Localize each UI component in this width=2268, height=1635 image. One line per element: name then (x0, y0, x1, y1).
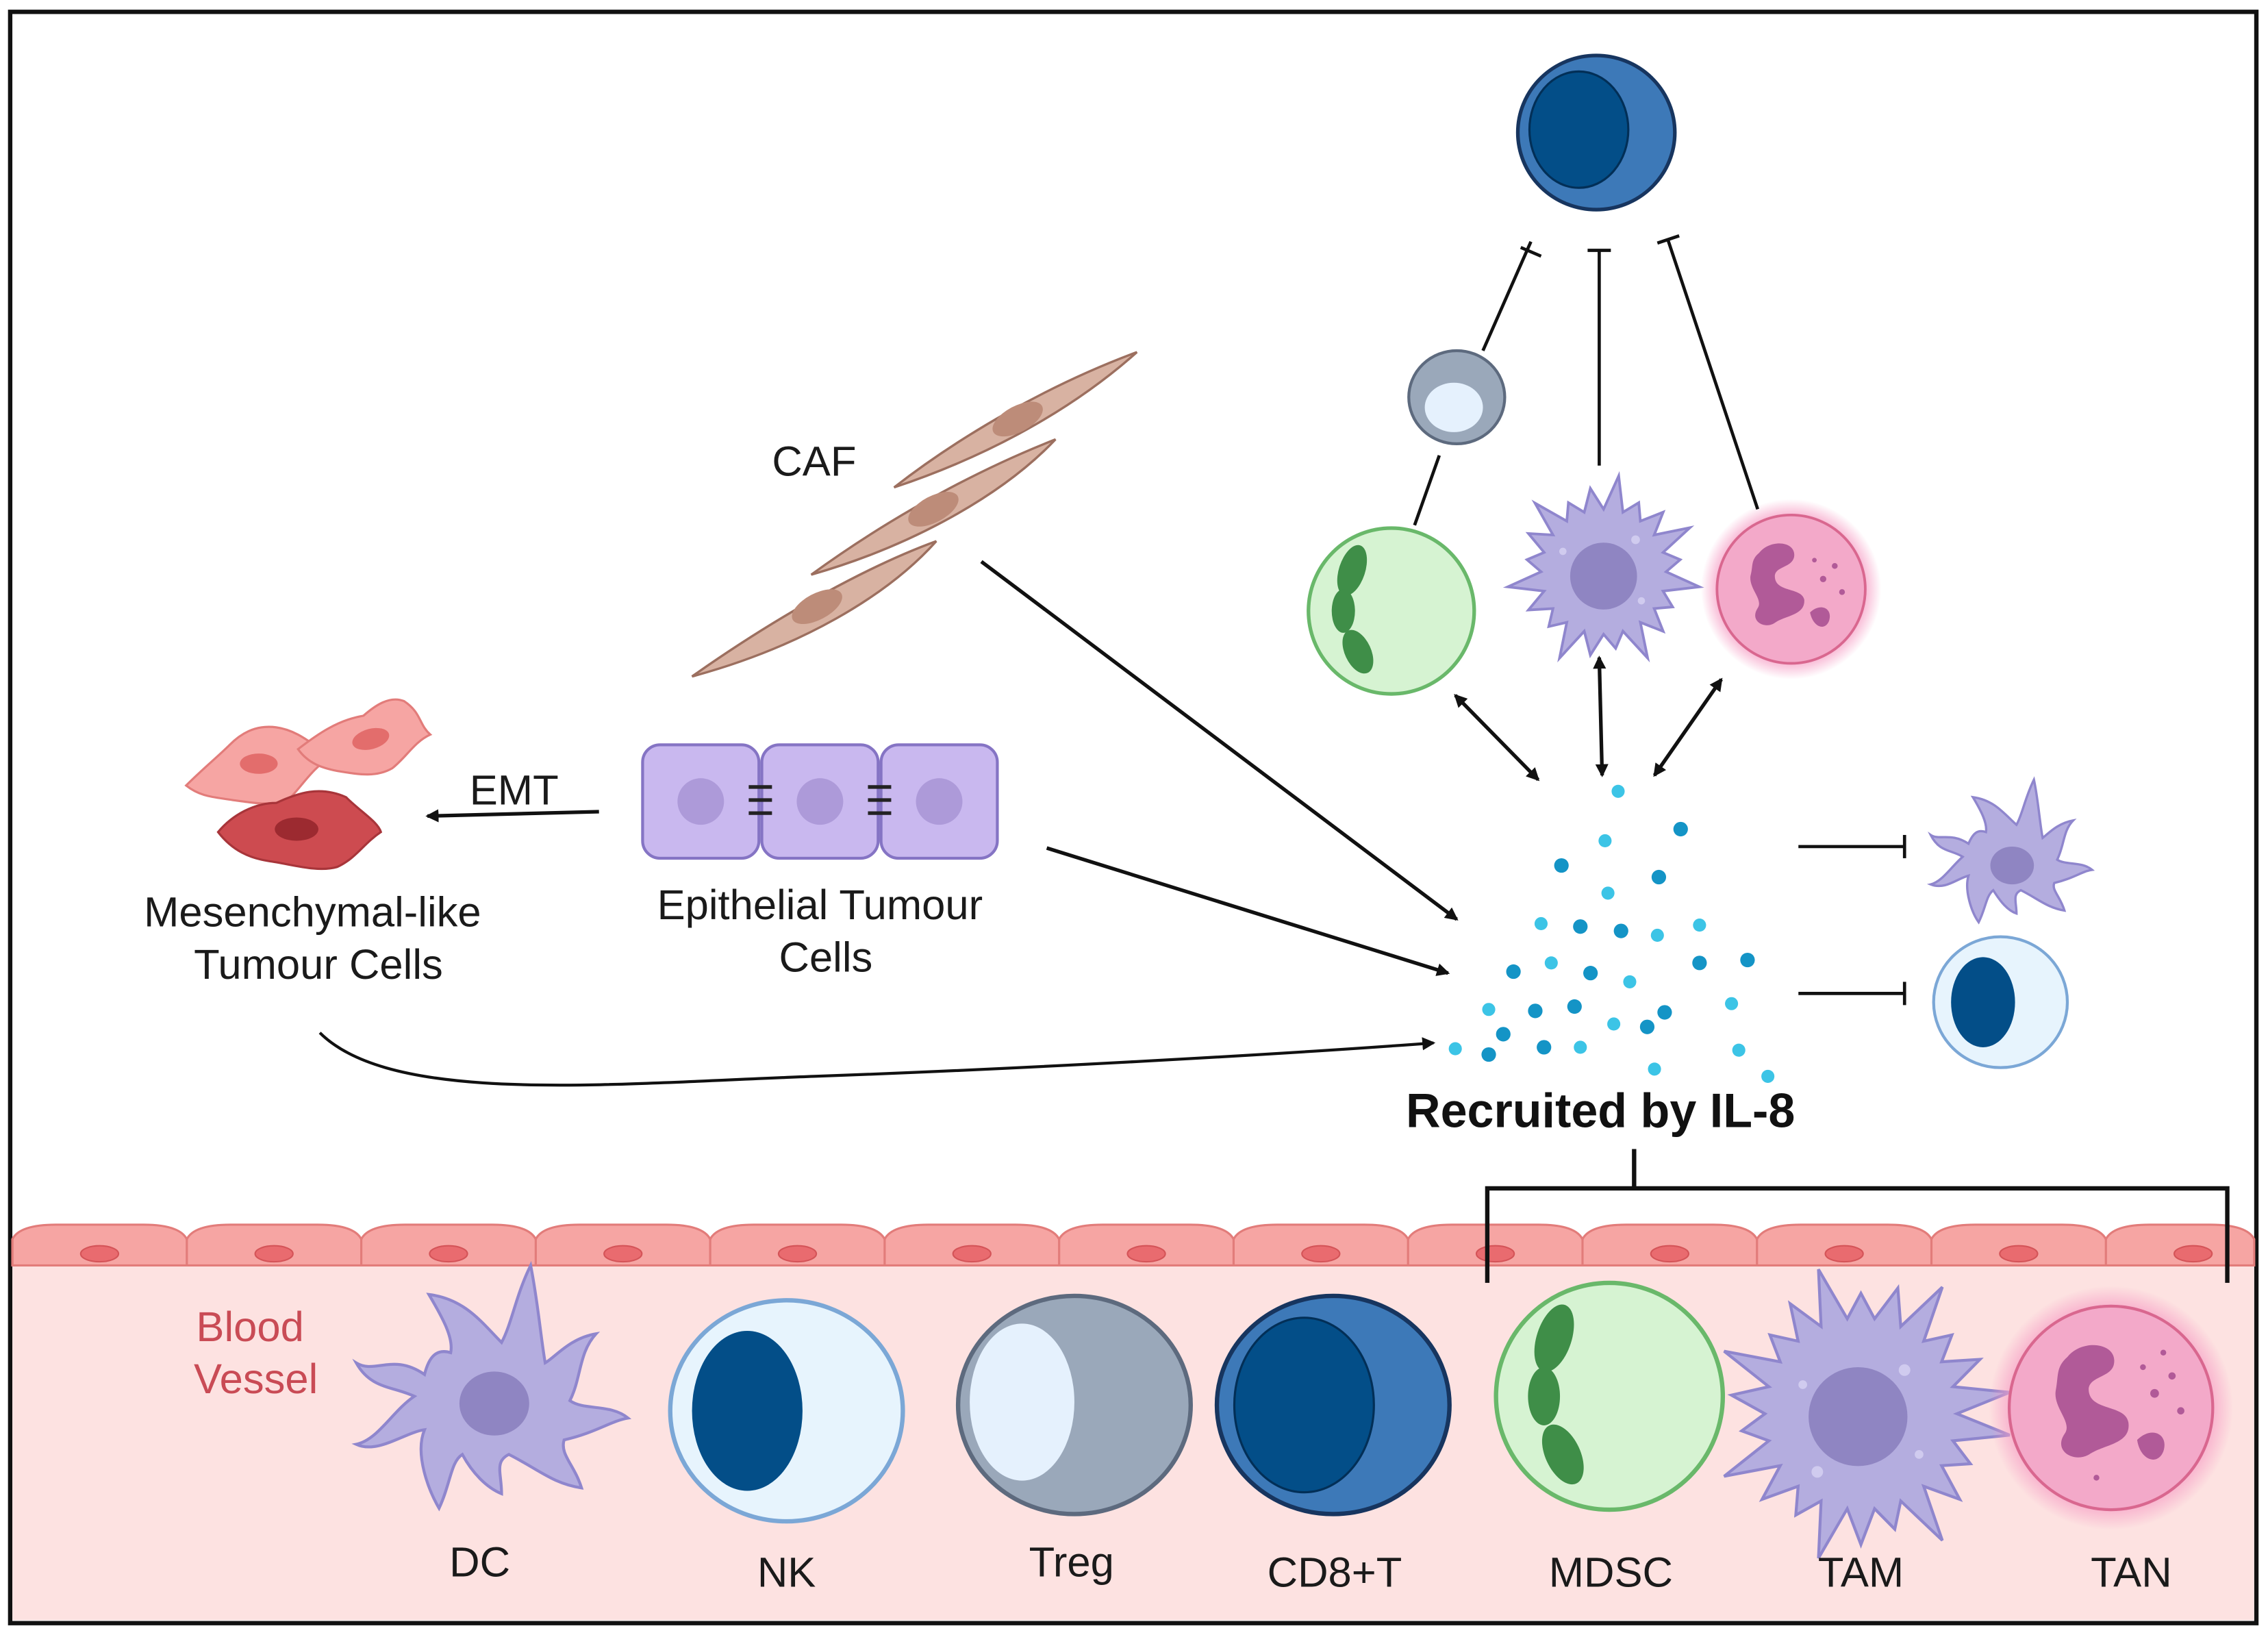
il8-molecule (1481, 1047, 1496, 1062)
vessel-cell-label: Treg (1029, 1539, 1114, 1586)
vessel-cell-label: NK (757, 1549, 816, 1597)
il8-molecule (1761, 1069, 1775, 1083)
il8-molecule (1673, 821, 1688, 837)
nk-cell-icon (668, 1298, 905, 1524)
il8-molecule (1657, 1005, 1672, 1020)
il8-molecule (1554, 858, 1569, 873)
recruitment-bracket (1485, 1149, 2230, 1283)
epithelial-label: Epithelial Tumour Cells (657, 882, 995, 981)
vessel-cell-label: TAM (1818, 1549, 1904, 1597)
il8-molecule (1448, 1042, 1462, 1056)
macrophage-cell-icon (1723, 1269, 2011, 1559)
il8-cluster (1448, 784, 1775, 1083)
mesenchymal-to-il8-arrow (318, 1032, 1436, 1087)
il8-molecule (1613, 923, 1628, 938)
caf-to-il8-arrow (980, 560, 1459, 921)
endothelium (11, 1223, 2256, 1266)
mdsc-cell-small-icon (1307, 526, 1476, 696)
dendritic-cell-small-icon (1926, 776, 2095, 925)
treg-cell-small-icon (1407, 349, 1507, 445)
il8-molecule (1607, 1017, 1621, 1031)
vessel-cell-label: MDSC (1549, 1549, 1673, 1597)
nk-cell-small-icon (1932, 935, 2069, 1069)
caf-icon (691, 351, 1138, 678)
il8-molecule (1534, 916, 1548, 931)
il8-molecule (1583, 966, 1598, 981)
il8-molecule (1574, 1040, 1587, 1054)
il8-molecule (1725, 997, 1739, 1010)
blood-vessel-label: Blood Vessel (194, 1303, 318, 1403)
neutrophil-cell-icon (1989, 1286, 2234, 1530)
il8-molecule (1651, 869, 1667, 885)
recruited-label: Recruited by IL-8 (1406, 1084, 1795, 1138)
il8-molecule (1598, 834, 1612, 848)
il8-molecule (1648, 1062, 1661, 1076)
il8-molecule (1611, 784, 1625, 798)
dendritic-cell-icon (351, 1260, 632, 1512)
cd8-t-cell-top-icon (1515, 53, 1677, 212)
il8-molecule (1573, 919, 1588, 934)
neutrophil-cell-small-icon (1701, 499, 1882, 679)
il8-molecule (1601, 886, 1615, 900)
tam-il8-double-arrow (1593, 656, 1609, 777)
il8-molecule (1650, 928, 1664, 943)
mdsc-cell-icon (1494, 1280, 1726, 1512)
mesenchymal-cells-icon (184, 698, 433, 871)
macrophage-cell-small-icon (1502, 471, 1704, 663)
tan-il8-double-arrow (1652, 677, 1723, 777)
mdsc-il8-double-arrow (1454, 694, 1540, 782)
vessel-cell-label: CD8+T (1268, 1549, 1402, 1597)
il8-molecule (1496, 1027, 1511, 1042)
mesenchymal-label: Mesenchymal-like Tumour Cells (144, 889, 493, 988)
epithelial-to-il8-arrow (1046, 846, 1450, 976)
emt-label: EMT (470, 766, 559, 814)
vessel-cell-label: DC (449, 1539, 510, 1586)
il8-molecule (1693, 919, 1706, 932)
inhibit-dc-line (1798, 834, 1906, 858)
il8-molecule (1482, 1003, 1496, 1016)
il8-molecule (1544, 956, 1558, 970)
inhibition-lines-top (1413, 234, 1760, 526)
epithelial-cells-icon (641, 743, 999, 860)
caf-label: CAF (772, 438, 856, 486)
il8-molecule (1639, 1019, 1655, 1034)
cd8-t-cell-icon (1214, 1293, 1452, 1517)
emt-arrow (425, 809, 599, 823)
vessel-cell-label: TAN (2091, 1549, 2172, 1597)
il8-molecule (1732, 1043, 1746, 1057)
il8-molecule (1623, 975, 1637, 988)
il8-molecule (1692, 956, 1707, 971)
il8-molecule (1537, 1040, 1552, 1055)
treg-cell-icon (955, 1293, 1193, 1517)
il8-molecule (1567, 999, 1582, 1014)
il8-molecule (1528, 1003, 1543, 1019)
il8-molecule (1506, 964, 1521, 979)
inhibit-nk-line (1798, 982, 1906, 1006)
il8-molecule (1740, 952, 1755, 968)
